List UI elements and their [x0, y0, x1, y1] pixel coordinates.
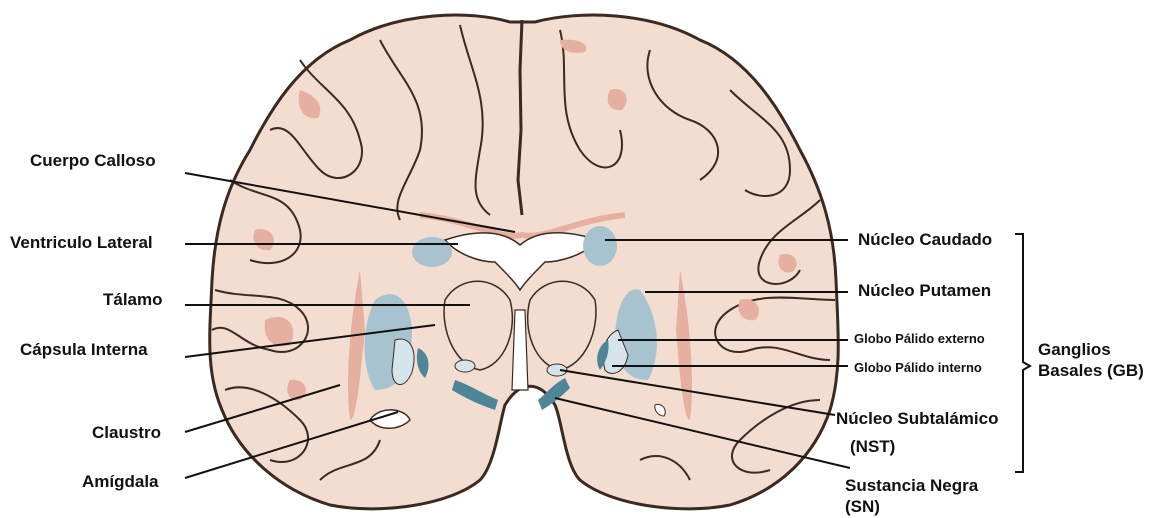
label-globo-palido-interno: Globo Pálido interno	[854, 360, 982, 376]
caudate-nucleus-right	[583, 226, 617, 266]
label-nucleo-caudado: Núcleo Caudado	[858, 230, 992, 250]
label-ganglios: Ganglios	[1038, 340, 1111, 360]
label-capsula-interna: Cápsula Interna	[20, 340, 148, 360]
label-globo-palido-externo: Globo Pálido externo	[854, 331, 985, 347]
subthalamic-nucleus-left	[455, 360, 475, 372]
ganglia-bracket	[1015, 234, 1030, 472]
label-cuerpo-calloso: Cuerpo Calloso	[30, 151, 156, 171]
label-sustancia-negra: Sustancia Negra	[845, 476, 978, 496]
label-ventriculo-lateral: Ventriculo Lateral	[10, 233, 153, 253]
label-amigdala: Amígdala	[82, 472, 159, 492]
third-ventricle	[512, 310, 528, 390]
label-talamo: Tálamo	[103, 290, 163, 310]
label-nucleo-putamen: Núcleo Putamen	[858, 281, 991, 301]
caudate-nucleus-left	[412, 237, 452, 267]
label-basales-gb: Basales (GB)	[1038, 361, 1144, 381]
label-nucleo-subtalamico: Núcleo Subtalámico	[836, 409, 998, 429]
label-nucleo-subtalamico-abbr: (NST)	[850, 437, 895, 457]
label-sustancia-negra-abbr: (SN)	[845, 497, 880, 517]
label-claustro: Claustro	[92, 423, 161, 443]
